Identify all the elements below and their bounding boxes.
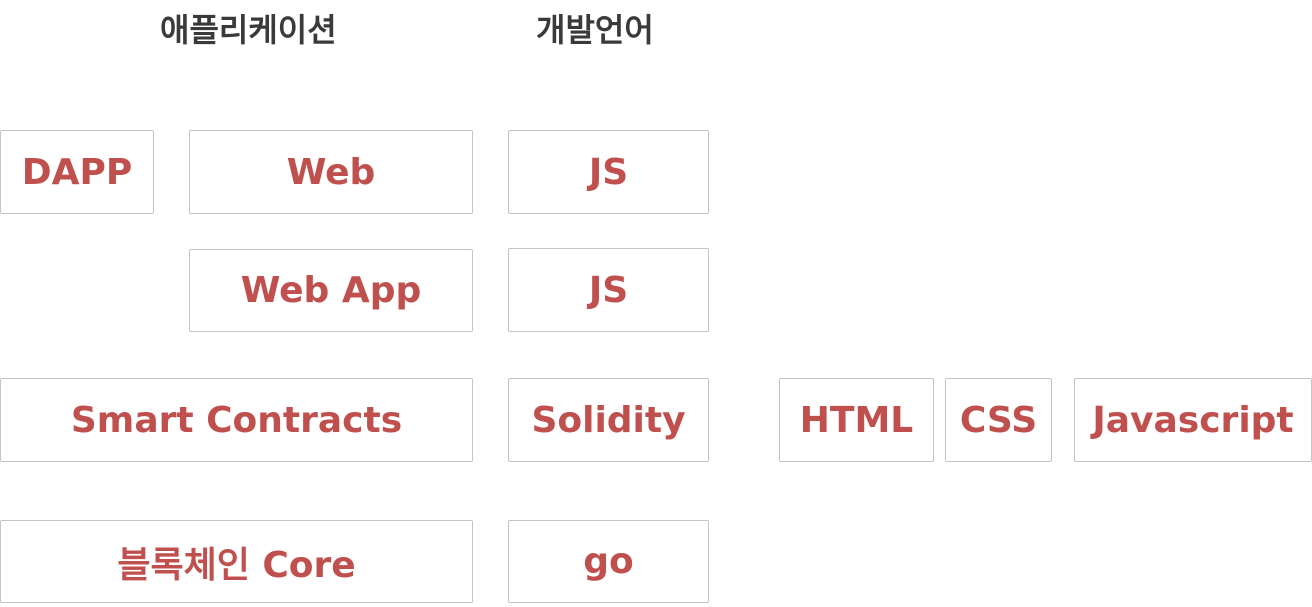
box-lang-go: go — [508, 520, 709, 603]
box-javascript: Javascript — [1074, 378, 1312, 462]
header-language: 개발언어 — [536, 11, 654, 49]
header-application: 애플리케이션 — [160, 11, 337, 49]
box-html: HTML — [779, 378, 934, 462]
box-blockchain-core: 블록체인 Core — [0, 520, 473, 603]
box-lang-solidity: Solidity — [508, 378, 709, 462]
box-css: CSS — [945, 378, 1052, 462]
box-web: Web — [189, 130, 473, 214]
box-smart-contracts: Smart Contracts — [0, 378, 473, 462]
box-lang-js-2: JS — [508, 248, 709, 332]
box-web-app: Web App — [189, 249, 473, 332]
box-lang-js-1: JS — [508, 130, 709, 214]
box-dapp: DAPP — [0, 130, 154, 214]
